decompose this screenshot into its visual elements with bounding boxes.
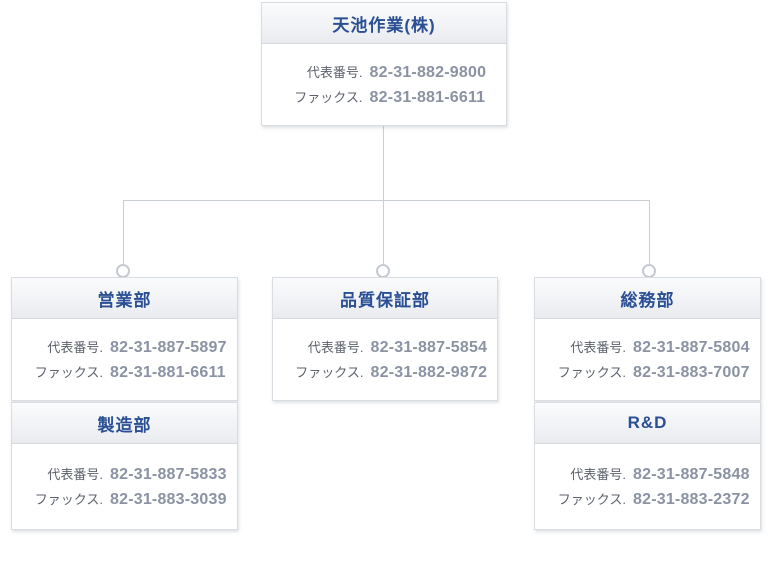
phone-row: 代表番号. 82-31-887-5848 [544, 462, 751, 487]
fax-row: ファックス. 82-31-883-2372 [544, 487, 751, 512]
phone-row: 代表番号. 82-31-887-5897 [21, 335, 228, 360]
fax-value: 82-31-883-2372 [633, 490, 750, 508]
department-title: 天池作業(株) [332, 15, 436, 35]
connector-drop-left-line [123, 200, 124, 264]
phone-value: 82-31-887-5833 [110, 465, 227, 483]
connector-node-circle-left [116, 264, 130, 278]
phone-row: 代表番号. 82-31-887-5854 [282, 335, 489, 360]
contact-info: 代表番号. 82-31-882-9800 ファックス. 82-31-881-66… [262, 44, 506, 125]
connector-drop-right-line [649, 200, 650, 264]
phone-label: 代表番号. [307, 339, 364, 355]
phone-value: 82-31-887-5848 [633, 465, 750, 483]
connector-root-vertical-line [383, 126, 384, 200]
contact-info: 代表番号. 82-31-887-5848 ファックス. 82-31-883-23… [535, 444, 760, 529]
connector-drop-middle-line [383, 200, 384, 264]
contact-info: 代表番号. 82-31-887-5804 ファックス. 82-31-883-70… [535, 319, 760, 400]
phone-label: 代表番号. [306, 64, 363, 80]
phone-value: 82-31-887-5897 [110, 338, 227, 356]
contact-info: 代表番号. 82-31-887-5897 ファックス. 82-31-881-66… [12, 319, 237, 400]
phone-row: 代表番号. 82-31-882-9800 [281, 60, 488, 85]
fax-label: ファックス. [295, 364, 364, 380]
fax-label: ファックス. [34, 491, 103, 507]
fax-value: 82-31-883-7007 [633, 363, 750, 381]
org-box-general-affairs-dept: 総務部 代表番号. 82-31-887-5804 ファックス. 82-31-88… [534, 277, 761, 401]
fax-row: ファックス. 82-31-881-6611 [281, 85, 488, 110]
fax-label: ファックス. [557, 491, 626, 507]
phone-label: 代表番号. [47, 466, 103, 482]
connector-horizontal-line [123, 200, 650, 201]
fax-label: ファックス. [34, 364, 103, 380]
department-title: 製造部 [97, 415, 152, 435]
org-box-rnd-dept: R&D 代表番号. 82-31-887-5848 ファックス. 82-31-88… [534, 402, 761, 530]
fax-value: 82-31-881-6611 [369, 88, 486, 106]
fax-value: 82-31-883-3039 [110, 490, 227, 508]
fax-row: ファックス. 82-31-882-9872 [282, 360, 489, 385]
phone-value: 82-31-887-5854 [370, 338, 488, 356]
phone-label: 代表番号. [47, 339, 103, 355]
fax-row: ファックス. 82-31-883-7007 [544, 360, 751, 385]
org-box-title-bar: 品質保証部 [273, 278, 497, 319]
fax-value: 82-31-882-9872 [370, 363, 488, 381]
department-title: 営業部 [97, 290, 152, 310]
phone-row: 代表番号. 82-31-887-5804 [544, 335, 751, 360]
org-box-sales-dept: 営業部 代表番号. 82-31-887-5897 ファックス. 82-31-88… [11, 277, 238, 401]
org-box-head-office: 天池作業(株) 代表番号. 82-31-882-9800 ファックス. 82-3… [261, 2, 507, 126]
org-box-title-bar: 営業部 [12, 278, 237, 319]
department-title: 総務部 [620, 290, 675, 310]
fax-label: ファックス. [294, 89, 363, 105]
phone-value: 82-31-887-5804 [633, 338, 750, 356]
fax-value: 82-31-881-6611 [110, 363, 226, 381]
contact-info: 代表番号. 82-31-887-5854 ファックス. 82-31-882-98… [273, 319, 497, 400]
phone-label: 代表番号. [570, 466, 626, 482]
org-box-title-bar: R&D [535, 403, 760, 444]
connector-node-circle-right [642, 264, 656, 278]
connector-node-circle-middle [376, 264, 390, 278]
contact-info: 代表番号. 82-31-887-5833 ファックス. 82-31-883-30… [12, 444, 237, 529]
org-box-title-bar: 総務部 [535, 278, 760, 319]
org-box-manufacturing-dept: 製造部 代表番号. 82-31-887-5833 ファックス. 82-31-88… [11, 402, 238, 530]
org-box-title-bar: 製造部 [12, 403, 237, 444]
phone-label: 代表番号. [570, 339, 626, 355]
department-title: R&D [627, 413, 668, 432]
phone-value: 82-31-882-9800 [369, 63, 487, 81]
fax-row: ファックス. 82-31-881-6611 [21, 360, 228, 385]
phone-row: 代表番号. 82-31-887-5833 [21, 462, 228, 487]
fax-row: ファックス. 82-31-883-3039 [21, 487, 228, 512]
department-title: 品質保証部 [340, 290, 430, 310]
org-box-quality-assurance-dept: 品質保証部 代表番号. 82-31-887-5854 ファックス. 82-31-… [272, 277, 498, 401]
fax-label: ファックス. [557, 364, 626, 380]
org-box-title-bar: 天池作業(株) [262, 3, 506, 44]
